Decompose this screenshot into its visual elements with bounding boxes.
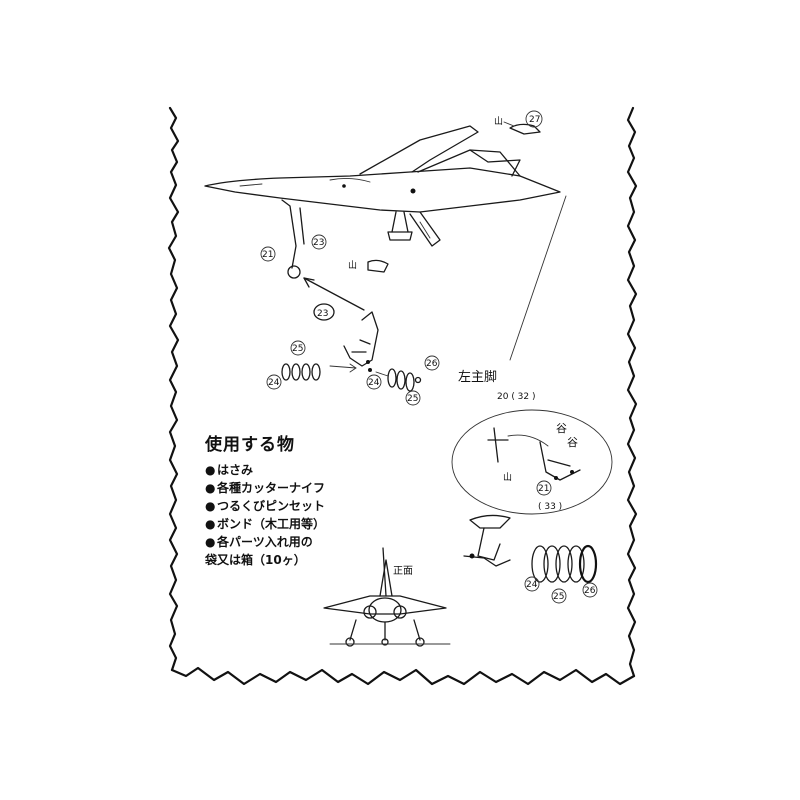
part-number-24b: 24 <box>368 378 380 388</box>
tail-part-27: 27 山 <box>494 110 543 135</box>
part-number-26c: 26 <box>584 586 596 596</box>
item-text: はさみ <box>217 463 254 477</box>
torn-right-edge <box>626 106 638 678</box>
aircraft-side-view <box>204 125 561 279</box>
item-text: 各パーツ入れ用の <box>217 535 313 549</box>
materials-list: ●はさみ ●各種カッターナイフ ●つるくびピンセット ●ボンド（木工用等） ●各… <box>205 461 405 569</box>
item-text: 各種カッターナイフ <box>217 481 326 495</box>
torn-bottom-edge <box>170 666 636 686</box>
valley-label-1: 谷 <box>556 422 567 435</box>
leader-line <box>509 195 567 361</box>
item-text: つるくびピンセット <box>217 499 326 513</box>
list-item: ●はさみ <box>205 461 405 479</box>
part-number-21b: 21 <box>538 484 549 494</box>
lower-gear-sketch: 24 25 26 <box>463 514 598 604</box>
list-item: ●各パーツ入れ用の袋又は箱（10ヶ） <box>205 533 405 569</box>
mountain-label-detail: 山 <box>503 472 512 483</box>
part-number-24c: 24 <box>526 580 538 590</box>
wheel-rings-right: 26 24 25 <box>366 355 440 406</box>
part-number-23b: 23 <box>317 309 328 319</box>
main-gear-label: 左主脚 <box>458 369 497 385</box>
list-item: ●各種カッターナイフ <box>205 479 405 497</box>
part-number-26a: 26 <box>426 359 438 369</box>
mountain-label-top: 山 <box>494 116 503 127</box>
materials-section: 使用する物 ●はさみ ●各種カッターナイフ ●つるくびピンセット ●ボンド（木工… <box>205 430 405 569</box>
torn-left-edge <box>167 106 180 672</box>
bullet-icon: ● <box>205 481 216 495</box>
assembly-arrow <box>303 277 365 311</box>
part-number-25a: 25 <box>292 344 303 354</box>
nose-gear-callouts: 21 23 山 <box>260 234 389 273</box>
sub-assembly-23: 23 <box>313 303 379 373</box>
part-number-21: 21 <box>262 250 273 260</box>
bullet-icon: ● <box>205 463 216 477</box>
part-number-25b: 25 <box>407 394 418 404</box>
bullet-icon: ● <box>205 499 216 513</box>
valley-label-2: 谷 <box>567 436 578 449</box>
part-number-33: ( 33 ) <box>538 502 562 512</box>
detail-bubble: 山 谷 谷 21 ( 33 ) <box>451 409 613 515</box>
main-gear-ref: 20 ( 32 ) <box>497 392 536 402</box>
aircraft-front-view: 正面 <box>323 547 451 647</box>
list-item: ●ボンド（木工用等） <box>205 515 405 533</box>
part-number-24a: 24 <box>268 378 280 388</box>
item-text-continuation: 袋又は箱（10ヶ） <box>205 553 306 567</box>
mountain-label-mid: 山 <box>348 260 357 271</box>
part-number-27: 27 <box>529 115 540 125</box>
front-view-label: 正面 <box>393 566 413 577</box>
materials-heading: 使用する物 <box>205 435 295 455</box>
bullet-icon: ● <box>205 535 216 549</box>
list-item: ●つるくびピンセット <box>205 497 405 515</box>
item-text: ボンド（木工用等） <box>217 517 326 531</box>
wheel-rings-left: 25 24 <box>266 340 321 390</box>
bullet-icon: ● <box>205 517 216 531</box>
part-number-23a: 23 <box>313 238 324 248</box>
part-number-25c: 25 <box>553 592 564 602</box>
